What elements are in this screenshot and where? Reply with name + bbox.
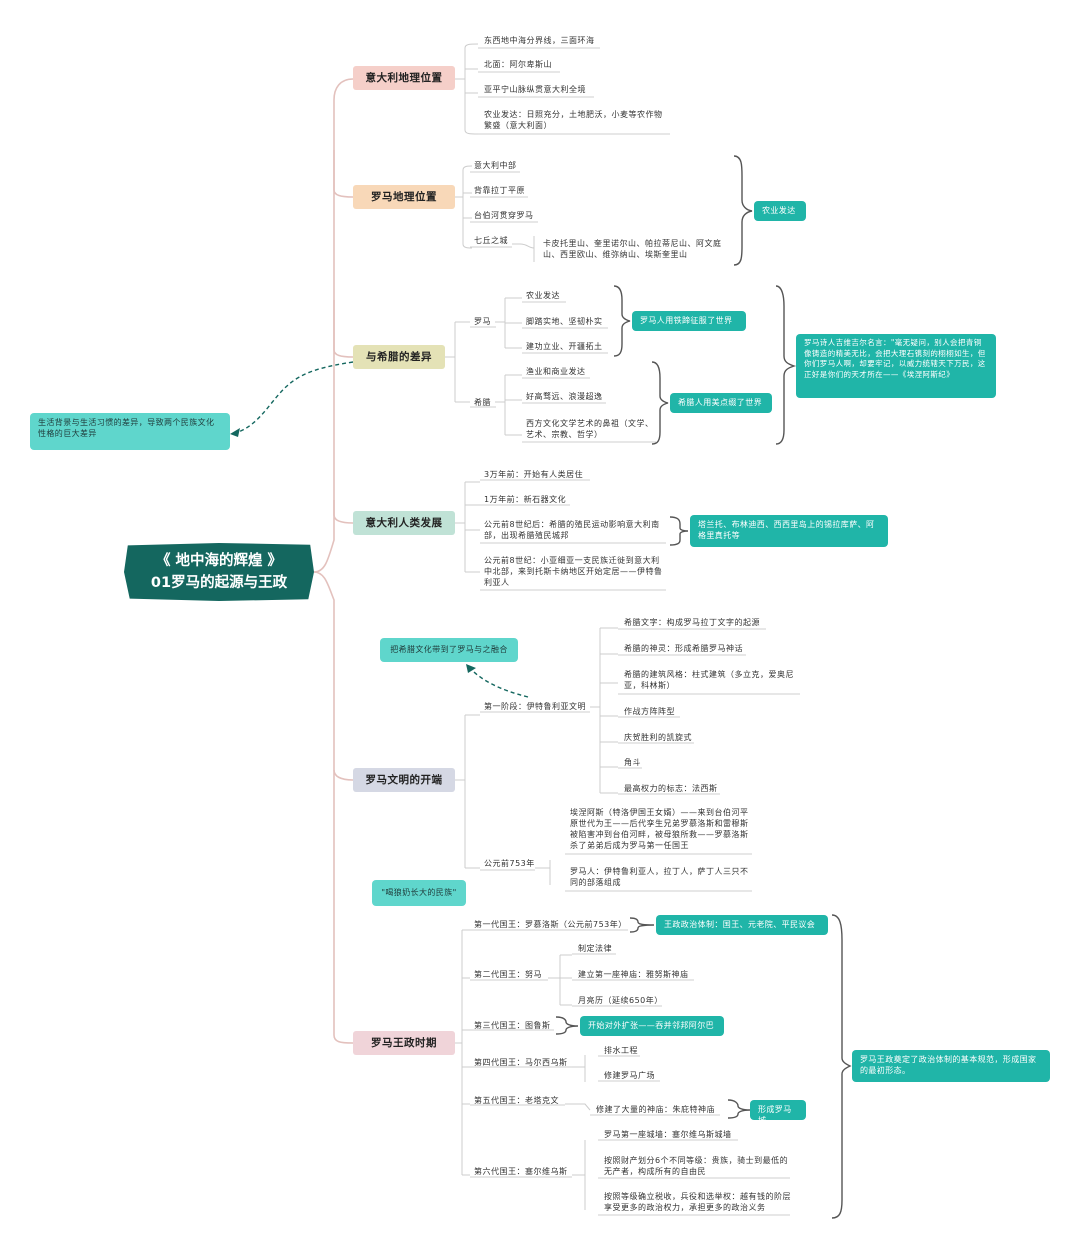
list-item: 按照财产划分6个不同等级：贵族，骑士到最低的无产者，构成所有的自由民: [604, 1156, 789, 1176]
king-1-note: 王政政治体制：国王、元老院、平民议会: [656, 915, 828, 935]
king-4: 第四代国王：马尔西乌斯: [474, 1058, 568, 1067]
root-title-line2: 01罗马的起源与王政: [150, 575, 288, 591]
stage1-label: 第一阶段：伊特鲁利亚文明: [484, 702, 586, 711]
branch-rome-geography: 罗马地理位置: [353, 185, 455, 209]
branch-civilization-start: 罗马文明的开端: [353, 768, 455, 792]
rome-geo-summary: 农业发达: [754, 201, 806, 221]
seven-hills: 卡皮托里山、奎里诺尔山、帕拉蒂尼山、阿文庭山、西里欧山、维弥纳山、埃斯奎里山: [543, 239, 722, 259]
list-item: 制定法律: [578, 944, 612, 953]
root-title-line1: 《 地中海的辉煌 》: [155, 553, 283, 569]
list-item: 七丘之城: [474, 236, 508, 245]
king-2: 第二代国王：努马: [474, 970, 542, 979]
branch-human-development: 意大利人类发展: [353, 511, 455, 535]
list-item: 东西地中海分界线，三面环海: [484, 36, 595, 45]
list-item: 公元前8世纪：小亚细亚一支民族迁徙到意大利中北部，来到托斯卡纳地区开始定居——伊…: [484, 556, 663, 587]
list-item: 好高骛远、浪漫超逸: [526, 392, 603, 401]
list-item: 希腊文字：构成罗马拉丁文字的起源: [624, 618, 760, 627]
list-item: 建立第一座神庙：雅努斯神庙: [578, 970, 689, 979]
greece-label: 希腊: [474, 398, 491, 407]
kingdom-summary: 罗马王政奠定了政治体制的基本规范，形成国家的最初形态。: [852, 1050, 1050, 1082]
list-item: 月亮历（延续650年）: [578, 996, 663, 1005]
list-item: 1万年前：新石器文化: [484, 495, 567, 504]
list-item: 背靠拉丁平原: [474, 186, 525, 195]
list-item: 农业发达: [526, 291, 560, 300]
list-item: 北面：阿尔卑斯山: [484, 60, 552, 69]
side-note: 生活背景与生活习惯的差异，导致两个民族文化性格的巨大差异: [30, 413, 230, 450]
list-item: 庆贺胜利的凯旋式: [624, 733, 692, 742]
roman-tribes: 罗马人：伊特鲁利亚人，拉丁人，萨丁人三只不同的部落组成: [570, 867, 749, 887]
list-item: 作战方阵阵型: [624, 707, 675, 716]
list-item: 脚踏实地、坚韧朴实: [526, 317, 603, 326]
list-item: 按照等级确立税收，兵役和选举权：越有钱的阶层享受更多的政治权力，承担更多的政治义…: [604, 1192, 791, 1212]
list-item: 希腊的神灵：形成希腊罗马神话: [624, 644, 743, 653]
list-item: 3万年前：开始有人类居住: [484, 470, 584, 479]
king-5-note: 形成罗马城: [750, 1100, 806, 1125]
list-item: 台伯河贯穿罗马: [474, 211, 534, 220]
list-item: 排水工程: [604, 1046, 638, 1055]
list-item: 角斗: [624, 758, 641, 767]
king-6: 第六代国王：塞尔维乌斯: [474, 1167, 568, 1176]
list-item: 西方文化文学艺术的鼻祖（文学、艺术、宗教、哲学）: [526, 419, 654, 439]
rome-summary: 罗马人用铁蹄征服了世界: [632, 311, 746, 331]
aeneas-story: 埃涅阿斯（特洛伊国王女婿）——来到台伯河平原世代为王——后代孪生兄弟罗慕洛斯和雷…: [570, 808, 749, 850]
list-item: 渔业和商业发达: [526, 367, 586, 376]
rome-label: 罗马: [474, 317, 491, 326]
king-5: 第五代国王：老塔克文: [474, 1096, 559, 1105]
list-item: 修建罗马广场: [604, 1071, 655, 1080]
root-topic: 《 地中海的辉煌 》 01罗马的起源与王政: [124, 543, 314, 601]
greece-summary: 希腊人用美点缀了世界: [670, 393, 772, 413]
list-item: 亚平宁山脉纵贯意大利全境: [484, 85, 586, 94]
list-item: 建功立业、开疆拓土: [526, 342, 603, 351]
list-item: 意大利中部: [474, 161, 517, 170]
wolf-note: "喝狼奶长大的民族": [372, 880, 466, 906]
branch-italy-geography: 意大利地理位置: [353, 66, 455, 90]
colony-cities: 塔兰托、布林迪西、西西里岛上的锡拉库萨、阿格里真托等: [690, 515, 888, 547]
king-1: 第一代国王：罗慕洛斯（公元前753年）: [474, 920, 627, 929]
list-item: 公元前8世纪后：希腊的殖民运动影响意大利南部，出现希腊殖民城邦: [484, 520, 660, 540]
list-item: 最高权力的标志：法西斯: [624, 784, 718, 793]
list-item: 修建了大量的神庙：朱庇特神庙: [596, 1105, 715, 1114]
virgil-quote: 罗马诗人吉维吉尔名言："毫无疑问，别人会把青铜像铸造的精美无比，会把大理石镌刻的…: [796, 334, 996, 398]
king-3-note: 开始对外扩张——吞并邻邦阿尔巴: [580, 1016, 724, 1036]
year-label: 公元前753年: [484, 859, 535, 868]
branch-kingdom-period: 罗马王政时期: [353, 1031, 455, 1055]
list-item: 希腊的建筑风格：柱式建筑（多立克，爱奥尼亚，科林斯）: [624, 670, 794, 690]
list-item: 罗马第一座城墙：塞尔维乌斯城墙: [604, 1130, 732, 1139]
branch-greece-difference: 与希腊的差异: [353, 345, 445, 369]
etruscan-note: 把希腊文化带到了罗马与之融合: [380, 638, 518, 662]
king-3: 第三代国王：图鲁斯: [474, 1021, 551, 1030]
list-item: 农业发达：日照充分，土地肥沃，小麦等农作物繁盛（意大利面）: [484, 110, 663, 130]
